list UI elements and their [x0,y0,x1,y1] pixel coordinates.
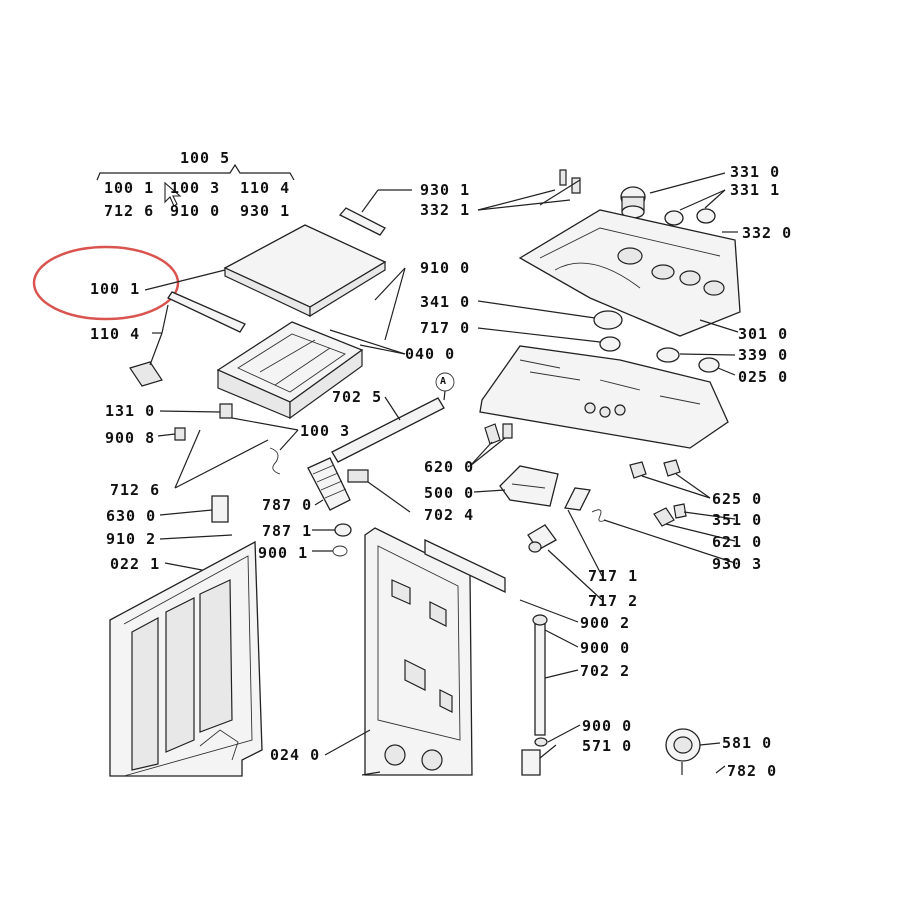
part-label: 702 2 [580,662,631,680]
group-label: 100 1 [104,179,155,197]
pump-part [665,728,701,762]
part-label: 782 0 [727,762,778,780]
knob-small-2 [696,208,716,224]
part-label: 712 6 [110,481,161,499]
group-label: 930 1 [240,202,291,220]
part-label: 900 2 [580,614,631,632]
part-label: 717 1 [588,567,639,585]
part-label: 025 0 [738,368,789,386]
part-label: 930 3 [712,555,763,573]
part-label: 331 1 [730,181,781,199]
part-label: 331 0 [730,163,781,181]
part-label: 040 0 [405,345,456,363]
lid-latch [129,361,163,387]
gear-part [593,310,623,330]
part-label: 900 1 [258,544,309,562]
control-panel [518,209,741,337]
group-label: 910 0 [170,202,221,220]
part-label: 702 5 [332,388,383,406]
part-label: 930 1 [420,181,471,199]
part-label: 787 0 [262,496,313,514]
part-label: 100 3 [300,422,351,440]
part-label: 571 0 [582,737,633,755]
group-label: 110 4 [240,179,291,197]
highlighted-part-label: 100 1 [90,280,141,298]
hinge-strip [167,291,246,333]
part-label: 131 0 [105,402,156,420]
part-label: 910 2 [106,530,157,548]
part-label: 581 0 [722,734,773,752]
seal-strip [338,207,386,236]
part-label: 351 0 [712,511,763,529]
part-label: 022 1 [110,555,161,573]
part-label: 024 0 [270,746,321,764]
lid-part [223,224,387,308]
group-label: 100 3 [170,179,221,197]
highlight-ellipse [32,245,180,321]
part-label: 332 0 [742,224,793,242]
part-label: 500 0 [424,484,475,502]
part-label: 625 0 [712,490,763,508]
mouse-cursor-icon [164,181,182,207]
part-label: 717 0 [420,319,471,337]
part-label: 110 4 [90,325,141,343]
part-label: 620 0 [424,458,475,476]
part-label: 910 0 [420,259,471,277]
part-label: 900 0 [580,639,631,657]
part-label: 621 0 [712,533,763,551]
drain-hose [331,397,445,463]
part-label: 339 0 [738,346,789,364]
part-label: 341 0 [420,293,471,311]
control-board [479,345,729,449]
group-label: 712 6 [104,202,155,220]
part-label: 301 0 [738,325,789,343]
bellows-hose [307,457,351,511]
inlet-hose [534,623,546,736]
part-label: 717 2 [588,592,639,610]
group-header-label: 100 5 [180,149,231,167]
part-label: 332 1 [420,201,471,219]
part-label: 900 0 [582,717,633,735]
callout-letter: A [440,376,447,387]
part-label: 630 0 [106,507,157,525]
part-label: 900 8 [105,429,156,447]
part-label: 787 1 [262,522,313,540]
part-label: 702 4 [424,506,475,524]
knob-small-1 [664,210,684,226]
knob-large [620,186,646,219]
group-bracket [96,163,295,181]
